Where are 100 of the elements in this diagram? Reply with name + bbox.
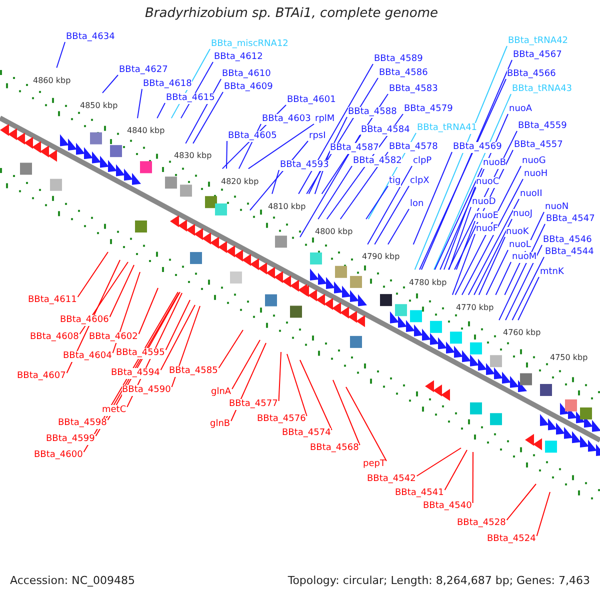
gene-label: BBta_4583 (389, 84, 438, 95)
gene-label: glnB (210, 419, 230, 430)
scale-label: 4750 kbp (550, 353, 588, 364)
gene-label: BBta_4574 (282, 428, 331, 439)
gene-label: BBta_4542 (367, 474, 416, 485)
gene-label: BBta_4524 (487, 534, 536, 545)
gene-label: clpP (413, 156, 432, 167)
leader-line (56, 42, 66, 68)
gene-label: BBta_4566 (507, 69, 556, 80)
leader-line (474, 218, 512, 296)
leader-line (226, 140, 228, 170)
scale-label: 4780 kbp (409, 278, 447, 288)
leader-line (440, 114, 508, 270)
leader-line (434, 94, 512, 270)
gene-label: BBta_4585 (169, 366, 218, 377)
gene-label: BBta_4593 (280, 160, 329, 171)
gene-label: BBta_4559 (518, 121, 567, 132)
leader-line (298, 64, 374, 194)
accession-text: Accession: NC_009485 (10, 575, 136, 586)
leader-line (486, 250, 508, 296)
gene-label: nuoB (483, 158, 506, 169)
leader-line (278, 352, 282, 402)
gene-label: BBta_4589 (374, 54, 423, 65)
leader-line (495, 262, 512, 296)
leader-line (318, 166, 352, 220)
gene-label: rpsI (309, 131, 326, 142)
gene-label: BBta_4568 (310, 443, 359, 454)
leader-line (160, 304, 196, 370)
leader-line (171, 306, 200, 388)
leader-line (468, 198, 520, 296)
scale-label: 4790 kbp (362, 252, 400, 262)
gene-label: BBta_4541 (395, 488, 444, 499)
leader-line (300, 134, 360, 238)
leader-line (388, 208, 410, 245)
gene-label: BBta_4577 (229, 399, 278, 410)
gene-label: BBta_4586 (379, 68, 428, 79)
leader-line (434, 168, 482, 270)
leader-line (452, 234, 476, 296)
gene-label: BBta_tRNA41 (417, 123, 478, 134)
gene-label: clpX (410, 176, 430, 187)
gene-label: BBta_4608 (30, 332, 79, 343)
gene-label: nuoE (476, 211, 499, 222)
leader-line (102, 74, 118, 94)
gene-label: nuoC (476, 177, 500, 188)
gene-label: nuoL (509, 240, 531, 251)
leader-line (286, 354, 308, 416)
leader-line (156, 102, 166, 119)
title: Bradyrhizobium sp. BTAi1, complete genome (145, 6, 438, 22)
gene-label: BBta_4587 (330, 143, 379, 154)
leader-line (366, 186, 388, 220)
scale-label: 4840 kbp (127, 126, 165, 136)
leader-line (77, 252, 108, 298)
scale-label: 4810 kbp (268, 202, 306, 212)
leader-line (472, 452, 474, 504)
gene-label: BBta_4598 (58, 418, 107, 429)
gene-label: rplM (315, 114, 335, 125)
scale-label: 4760 kbp (503, 328, 541, 338)
gene-label: nuoM (512, 252, 537, 263)
gene-label: BBta_miscRNA12 (211, 39, 288, 50)
scale-label: 4770 kbp (456, 302, 494, 313)
gene-label: nuoF (476, 224, 498, 235)
leader-line (346, 386, 387, 462)
leader-line (192, 92, 224, 144)
gene-label: BBta_4602 (89, 332, 138, 343)
gene-label: BBta_4611 (28, 295, 77, 306)
leader-line (518, 276, 540, 321)
gene-label: BBta_4605 (228, 131, 277, 142)
leader-line (230, 342, 266, 422)
leader-line (374, 186, 410, 245)
scale-label: 4850 kbp (80, 100, 118, 111)
gene-label: BBta_4606 (60, 315, 109, 326)
leader-line (232, 340, 260, 390)
leader-line (462, 178, 524, 296)
leader-line (506, 484, 536, 520)
gene-label: BBta_4540 (423, 501, 472, 512)
gene-label: nuoD (472, 197, 496, 208)
gene-label: BBta_4627 (119, 65, 168, 76)
gene-label: BBta_tRNA42 (508, 36, 568, 47)
gene-label: BBta_4584 (361, 125, 410, 136)
gene-label: BBta_4579 (404, 104, 453, 115)
gene-label: nuoJ (513, 209, 533, 220)
genome-stats-text: Topology: circular; Length: 8,264,687 bp; Genes: 7,463 (288, 575, 590, 586)
gene-label: tig (389, 176, 401, 187)
leader-line (272, 170, 280, 194)
leader-line (412, 152, 452, 245)
gene-label: BBta_4607 (17, 371, 66, 382)
gene-label: BBta_4567 (513, 50, 562, 61)
leader-line (478, 236, 506, 296)
leader-line (498, 224, 546, 321)
leader-line (300, 360, 332, 430)
leader-line (454, 150, 514, 270)
leader-line (448, 206, 472, 270)
gene-label: BBta_4546 (543, 235, 592, 246)
leader-line (138, 288, 158, 334)
leader-line (536, 492, 550, 536)
leader-line (367, 166, 412, 245)
leader-line (505, 244, 542, 321)
gene-label: metC (102, 405, 126, 416)
scale-label: 4820 kbp (221, 176, 259, 187)
gene-label: BBta_4600 (34, 450, 83, 461)
